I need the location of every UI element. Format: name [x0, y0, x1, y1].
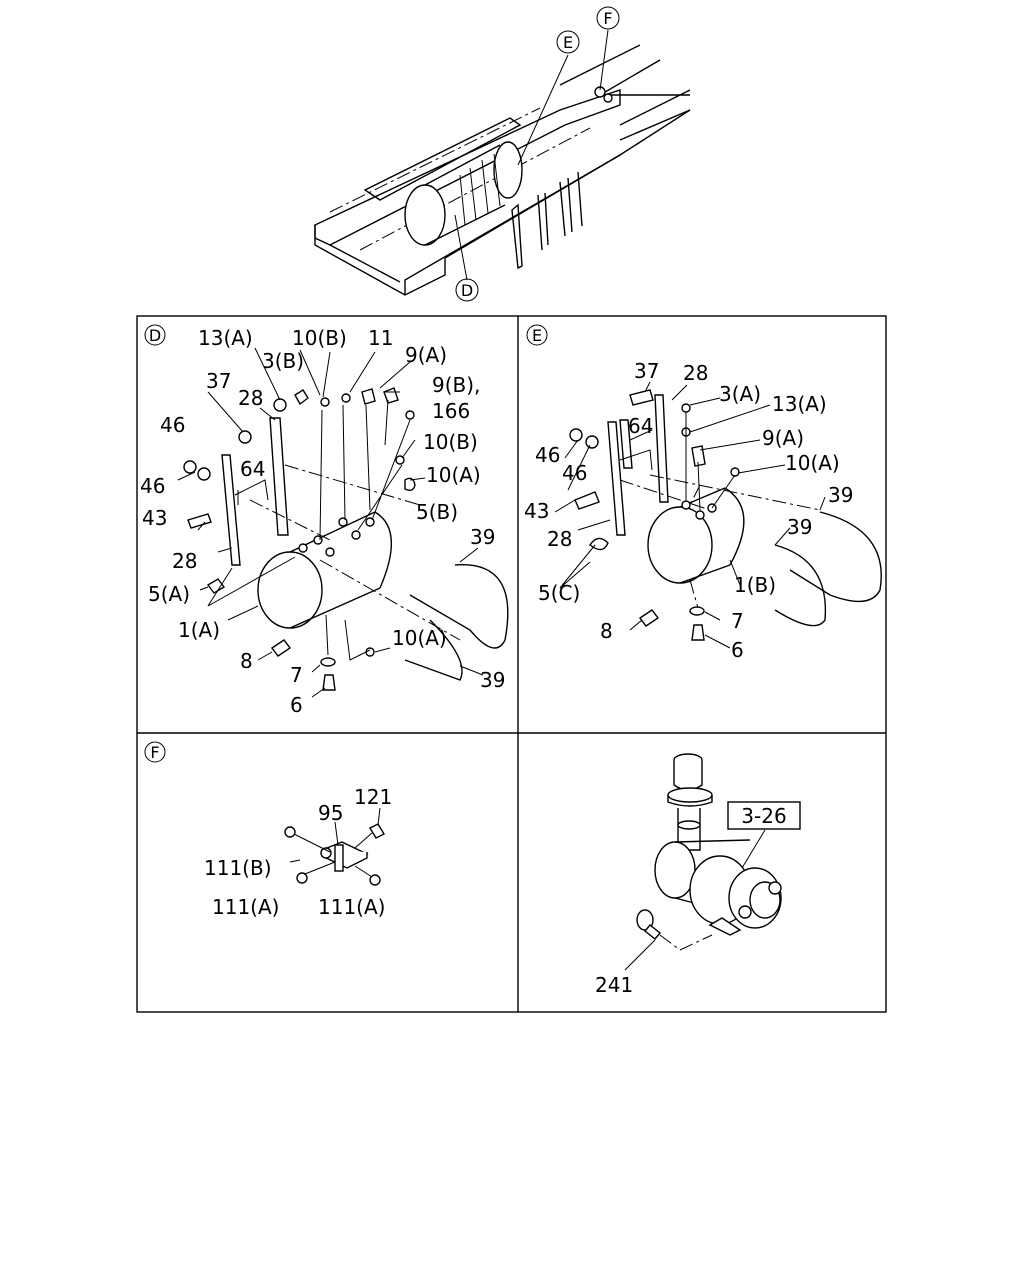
label-166: 166	[432, 399, 470, 423]
valve-95	[284, 823, 385, 886]
label-11: 11	[368, 326, 393, 350]
label-10a-mid: 10(A)	[426, 463, 481, 487]
callout-e-circle	[556, 30, 580, 54]
label-6: 6	[290, 693, 303, 717]
panel-e: E	[524, 324, 882, 662]
label-121: 121	[354, 785, 392, 809]
callout-d: D	[461, 281, 473, 300]
label-e-43: 43	[524, 499, 549, 523]
label-e-46b: 46	[562, 461, 587, 485]
label-e-13a: 13(A)	[772, 392, 827, 416]
label-e-28-bot: 28	[547, 527, 572, 551]
fittings-d	[183, 387, 416, 691]
label-9a: 9(A)	[405, 343, 447, 367]
label-e-10a: 10(A)	[785, 451, 840, 475]
label-e-9a: 9(A)	[762, 426, 804, 450]
label-10a-bot: 10(A)	[392, 626, 447, 650]
label-e-28-top: 28	[683, 361, 708, 385]
panel-grid	[136, 315, 887, 1013]
label-e-37: 37	[634, 359, 659, 383]
label-7: 7	[290, 663, 303, 687]
label-1a: 1(A)	[178, 618, 220, 642]
panel-f-marker: F	[150, 743, 159, 762]
callout-f: F	[603, 9, 612, 28]
callout-d-circle	[455, 278, 479, 302]
callout-e: E	[563, 33, 573, 52]
panel-d-marker: D	[149, 326, 161, 345]
fittings-e	[569, 389, 740, 641]
label-e-46a: 46	[535, 443, 560, 467]
label-e-39a: 39	[828, 483, 853, 507]
label-111b: 111(B)	[204, 856, 272, 880]
label-39-bot: 39	[480, 668, 505, 692]
fitting-241	[636, 909, 661, 940]
label-46-mid: 46	[140, 474, 165, 498]
label-e-39b: 39	[787, 515, 812, 539]
panel-f: F 121 95 111(B) 111(A) 111(A)	[144, 741, 392, 919]
label-39-top: 39	[470, 525, 495, 549]
callout-f-circle	[596, 6, 620, 30]
panel-f-marker-circle	[144, 741, 166, 763]
panel-d-marker-circle	[144, 324, 166, 346]
label-46-top: 46	[160, 413, 185, 437]
label-e-7: 7	[731, 609, 744, 633]
panel-e-marker-circle	[526, 324, 548, 346]
label-5a: 5(A)	[148, 582, 190, 606]
label-e-3a: 3(A)	[719, 382, 761, 406]
label-9b: 9(B),	[432, 373, 480, 397]
tank-1a	[257, 511, 392, 629]
label-95: 95	[318, 801, 343, 825]
label-13a: 13(A)	[198, 326, 253, 350]
label-5b: 5(B)	[416, 500, 458, 524]
label-8: 8	[240, 649, 253, 673]
label-241: 241	[595, 973, 633, 997]
label-111a-right: 111(A)	[318, 895, 385, 919]
overview-frame-drawing: E F D	[314, 6, 691, 302]
label-e-6: 6	[731, 638, 744, 662]
label-e-8: 8	[600, 619, 613, 643]
panel-e-marker: E	[532, 326, 542, 345]
panel-dryer: 3-26 241	[595, 753, 801, 997]
label-37: 37	[206, 369, 231, 393]
label-e-5c: 5(C)	[538, 581, 580, 605]
label-43: 43	[142, 506, 167, 530]
label-64: 64	[240, 457, 265, 481]
label-111a-left: 111(A)	[212, 895, 279, 919]
tank-1b	[647, 487, 745, 584]
label-e-64: 64	[628, 414, 653, 438]
label-3b: 3(B)	[262, 349, 304, 373]
ref-box	[727, 801, 801, 830]
ref-label: 3-26	[741, 804, 786, 828]
label-10b-top: 10(B)	[292, 326, 347, 350]
label-28-bot: 28	[172, 549, 197, 573]
panel-d: D	[140, 324, 509, 717]
label-10b-mid: 10(B)	[423, 430, 478, 454]
air-dryer-assembly	[654, 753, 782, 936]
label-28-top: 28	[238, 386, 263, 410]
label-e-1b: 1(B)	[734, 573, 776, 597]
